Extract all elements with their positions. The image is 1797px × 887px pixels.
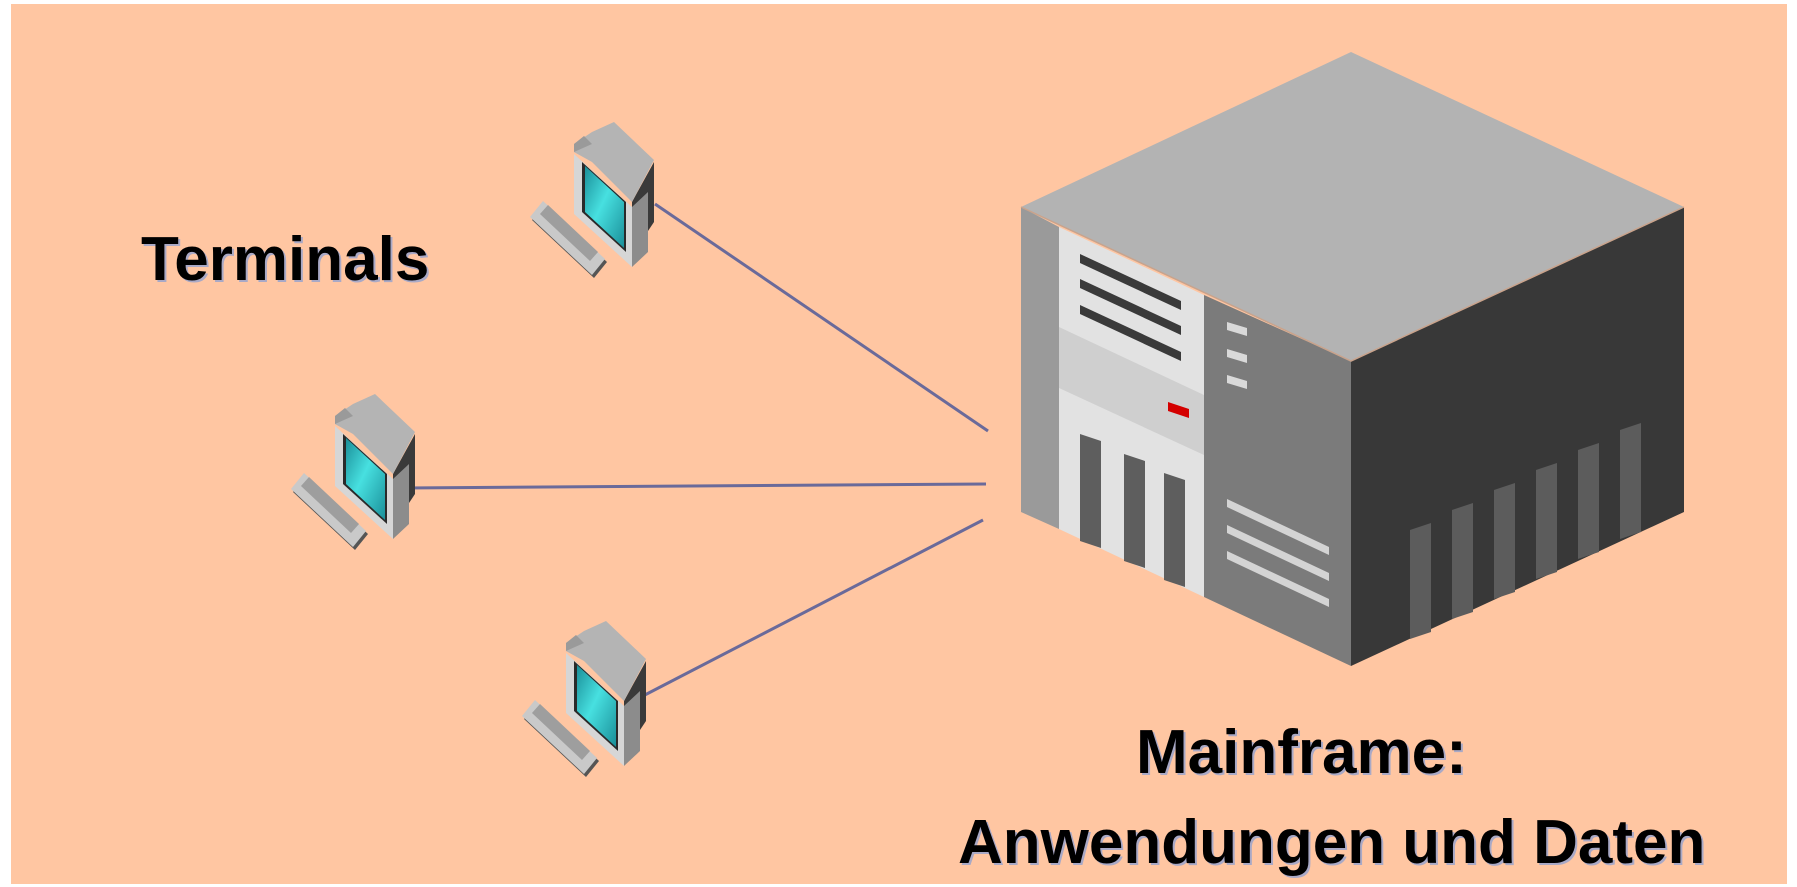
terminals-label: Terminals	[141, 225, 430, 294]
connector-terminal-3	[638, 518, 984, 700]
mainframe-server-icon	[1020, 52, 1685, 666]
connector-terminal-1	[654, 202, 989, 433]
slide-canvas: Terminals Mainframe: Anwendungen und Dat…	[11, 4, 1787, 884]
connector-terminal-2	[404, 482, 987, 490]
terminal-2-icon	[291, 394, 415, 550]
terminal-1-icon	[530, 122, 654, 278]
mainframe-subtitle-label: Anwendungen und Daten	[958, 808, 1706, 877]
mainframe-title-label: Mainframe:	[1136, 718, 1467, 787]
network-diagram	[291, 52, 1685, 777]
terminal-3-icon	[522, 621, 646, 777]
